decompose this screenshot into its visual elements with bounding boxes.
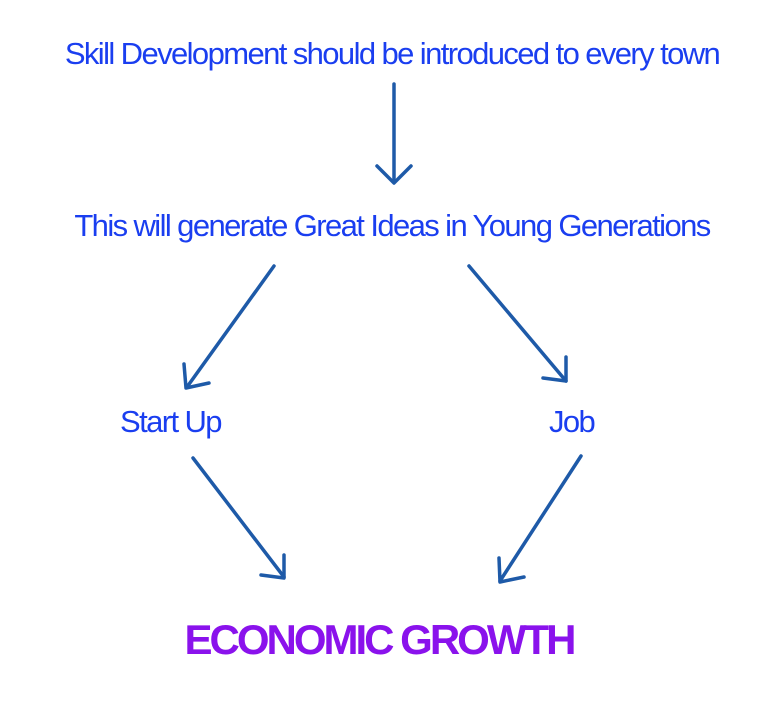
arrow-top-to-middle: [375, 82, 413, 185]
arrow-middle-to-start-up: [182, 264, 276, 390]
node-great-ideas: This will generate Great Ideas in Young …: [74, 208, 711, 243]
arrow-middle-to-job: [467, 264, 568, 383]
node-skill-development: Skill Development should be introduced t…: [64, 36, 721, 71]
arrow-start-up-to-growth: [191, 456, 286, 580]
node-job: Job: [549, 404, 596, 439]
arrow-job-to-growth: [497, 454, 583, 584]
node-start-up: Start Up: [120, 404, 223, 439]
node-economic-growth: ECONOMIC GROWTH: [184, 616, 577, 663]
